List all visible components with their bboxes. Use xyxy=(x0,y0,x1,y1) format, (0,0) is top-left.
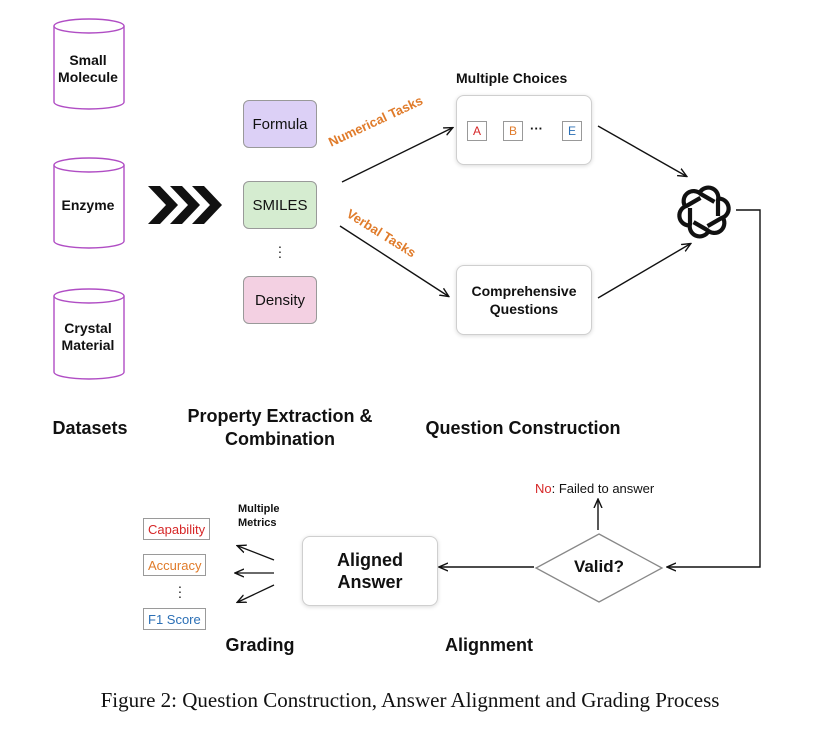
cylinder-icon xyxy=(53,18,125,110)
section-alignment: Alignment xyxy=(445,635,533,655)
dataset-crystal-material: Crystal Material xyxy=(53,288,125,380)
dataset-label: Enzyme xyxy=(61,197,115,213)
metric-accuracy: Accuracy xyxy=(143,554,207,576)
choice-b: B xyxy=(503,121,523,141)
cylinder-icon xyxy=(53,288,125,380)
multiple-metrics-label: Multiple Metrics xyxy=(238,503,280,529)
vertical-ellipsis-icon: ··· xyxy=(277,238,283,264)
multiple-choices-title: Multiple Choices xyxy=(456,70,568,86)
choices-ellipsis: ··· xyxy=(530,121,543,136)
valid-label: Valid? xyxy=(573,557,625,576)
no-failed-label: No: Failed to answer xyxy=(535,481,654,496)
metric-f1-score: F1 Score xyxy=(143,608,206,630)
section-datasets: Datasets xyxy=(52,418,128,438)
property-smiles: SMILES xyxy=(243,181,317,229)
property-formula: Formula xyxy=(243,100,317,148)
failed-text: : Failed to answer xyxy=(551,481,655,496)
dataset-label: Crystal Material xyxy=(61,320,115,353)
valid-diamond xyxy=(534,533,664,603)
aligned-answer-card: Aligned Answer xyxy=(302,536,438,606)
no-label: No xyxy=(535,481,552,496)
openai-logo-icon xyxy=(677,185,731,239)
figure-caption: Figure 2: Question Construction, Answer … xyxy=(100,688,720,712)
metric-capability: Capability xyxy=(143,518,211,540)
comprehensive-questions-card: Comprehensive Questions xyxy=(456,265,592,335)
section-grading: Grading xyxy=(225,635,295,655)
dataset-label: Small Molecule xyxy=(58,52,118,85)
property-density: Density xyxy=(243,276,317,324)
choice-e: E xyxy=(562,121,582,141)
cylinder-icon xyxy=(53,157,125,249)
dataset-small-molecule: Small Molecule xyxy=(53,18,125,110)
section-property-extraction: Property Extraction & Combination xyxy=(187,406,373,449)
dataset-enzyme: Enzyme xyxy=(53,157,125,249)
vertical-ellipsis-icon: ··· xyxy=(177,578,183,604)
chevron-arrows-icon xyxy=(148,186,222,224)
choice-a: A xyxy=(467,121,487,141)
section-question-construction: Question Construction xyxy=(425,418,621,438)
